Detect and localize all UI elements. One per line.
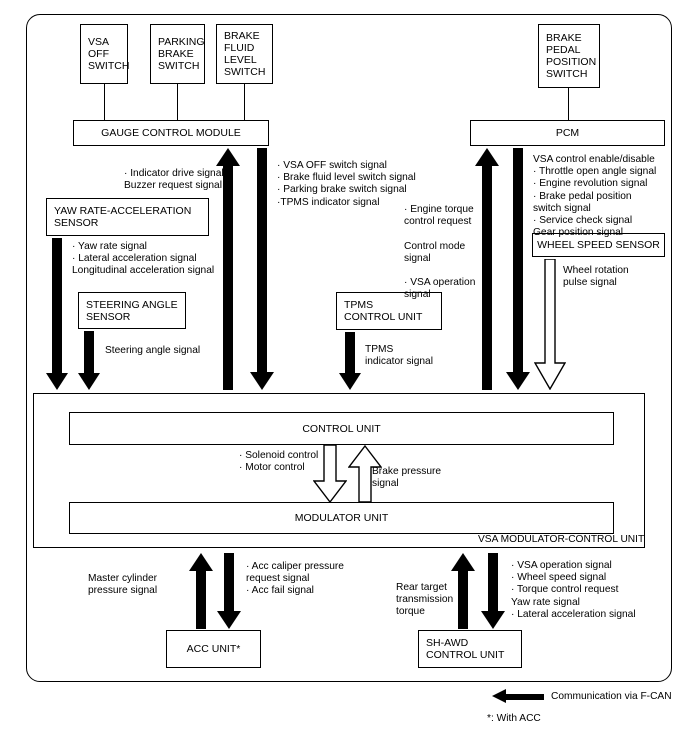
connector-vsa-off-switch xyxy=(104,84,106,121)
box-pcm[interactable]: PCM xyxy=(470,120,665,146)
box-gauge-control-module-label: GAUGE CONTROL MODULE xyxy=(101,127,241,139)
box-sh-awd-control-unit-label: SH-AWD CONTROL UNIT xyxy=(426,637,505,661)
box-wheel-speed-sensor[interactable]: WHEEL SPEED SENSOR xyxy=(532,233,665,257)
label-sh-awd-signals: · VSA operation signal · Wheel speed sig… xyxy=(511,560,636,620)
box-steering-angle-sensor[interactable]: STEERING ANGLE SENSOR xyxy=(78,292,186,329)
connector-brake-fluid-level-switch xyxy=(244,84,246,121)
label-tpms-indicator-signal: TPMS indicator signal xyxy=(365,344,433,368)
arrow-down-sh-awd-control-unit xyxy=(481,553,505,629)
box-control-unit-label: CONTROL UNIT xyxy=(302,422,381,435)
arrow-up-pcm xyxy=(475,148,499,390)
box-vsa-off-switch[interactable]: VSA OFF SWITCH xyxy=(80,24,129,84)
legend-with-acc-label: *: With ACC xyxy=(487,713,541,724)
label-rear-target-transmission-torque: Rear target transmission torque xyxy=(396,582,454,618)
box-pcm-label: PCM xyxy=(555,127,580,139)
outer-frame xyxy=(26,14,672,682)
connector-parking-brake-switch xyxy=(177,84,179,121)
box-acc-unit[interactable]: ACC UNIT* xyxy=(166,630,261,668)
label-steering-angle-signal: Steering angle signal xyxy=(105,345,201,356)
arrow-down-from-gauge-control-module xyxy=(250,148,274,390)
arrow-down-from-pcm xyxy=(506,148,530,390)
box-tpms-control-unit[interactable]: TPMS CONTROL UNIT xyxy=(336,292,442,330)
label-master-cylinder-pressure-signal: Master cylinder pressure signal xyxy=(88,573,158,597)
legend-f-can-arrow xyxy=(492,689,544,703)
label-pcm-to-vsa-signals: VSA control enable/disable · Throttle op… xyxy=(533,154,657,239)
arrow-down-solenoid-motor-control xyxy=(313,445,347,503)
arrow-down-tpms-control-unit xyxy=(339,332,361,390)
label-vsa-to-gauge-signals: · VSA OFF switch signal · Brake fluid le… xyxy=(277,160,416,208)
box-brake-pedal-position-switch-label: BRAKE PEDAL POSITION SWITCH xyxy=(546,32,597,80)
arrow-down-yaw-rate-sensor xyxy=(46,238,68,390)
box-sh-awd-control-unit[interactable]: SH-AWD CONTROL UNIT xyxy=(418,630,522,668)
label-acc-signals: · Acc caliper pressure request signal · … xyxy=(246,561,344,597)
box-brake-pedal-position-switch[interactable]: BRAKE PEDAL POSITION SWITCH xyxy=(538,24,600,88)
arrow-down-wheel-speed-sensor xyxy=(534,259,566,390)
arrow-up-acc-unit xyxy=(189,553,213,629)
connector-brake-pedal-position-switch xyxy=(568,88,570,121)
vsa-modulator-control-unit-caption: VSA MODULATOR-CONTROL UNIT xyxy=(478,534,645,545)
label-solenoid-motor-control: · Solenoid control · Motor control xyxy=(239,450,319,474)
legend-f-can-label: Communication via F-CAN xyxy=(551,691,672,702)
arrow-down-steering-angle-sensor xyxy=(78,331,100,390)
box-control-unit[interactable]: CONTROL UNIT xyxy=(69,412,614,445)
label-gauge-to-vsa-signals: · Indicator drive signal Buzzer request … xyxy=(124,168,224,192)
box-steering-angle-sensor-label: STEERING ANGLE SENSOR xyxy=(86,298,178,323)
label-vsa-to-pcm-signals: · Engine torque control request Control … xyxy=(404,204,476,301)
label-brake-pressure-signal: Brake pressure signal xyxy=(372,466,442,490)
box-parking-brake-switch-label: PARKING BRAKE SWITCH xyxy=(158,36,205,72)
box-brake-fluid-level-switch-label: BRAKE FLUID LEVEL SWITCH xyxy=(224,30,266,78)
box-yaw-rate-acceleration-sensor[interactable]: YAW RATE-ACCELERATION SENSOR xyxy=(46,198,209,236)
box-yaw-rate-acceleration-sensor-label: YAW RATE-ACCELERATION SENSOR xyxy=(54,205,192,229)
label-wheel-rotation-pulse-signal: Wheel rotation pulse signal xyxy=(563,265,629,289)
box-modulator-unit-label: MODULATOR UNIT xyxy=(294,512,389,524)
arrow-down-acc-unit xyxy=(217,553,241,629)
box-gauge-control-module[interactable]: GAUGE CONTROL MODULE xyxy=(73,120,269,146)
label-yaw-rate-signals: · Yaw rate signal · Lateral acceleration… xyxy=(72,241,215,277)
box-acc-unit-label: ACC UNIT* xyxy=(186,643,241,655)
box-brake-fluid-level-switch[interactable]: BRAKE FLUID LEVEL SWITCH xyxy=(216,24,273,84)
arrow-up-sh-awd-control-unit xyxy=(451,553,475,629)
arrow-up-gauge-control-module xyxy=(216,148,240,390)
arrow-up-brake-pressure-signal xyxy=(348,445,382,503)
box-parking-brake-switch[interactable]: PARKING BRAKE SWITCH xyxy=(150,24,205,84)
box-tpms-control-unit-label: TPMS CONTROL UNIT xyxy=(344,299,423,323)
box-modulator-unit[interactable]: MODULATOR UNIT xyxy=(69,502,614,534)
box-wheel-speed-sensor-label: WHEEL SPEED SENSOR xyxy=(537,239,660,251)
box-vsa-off-switch-label: VSA OFF SWITCH xyxy=(88,36,130,72)
